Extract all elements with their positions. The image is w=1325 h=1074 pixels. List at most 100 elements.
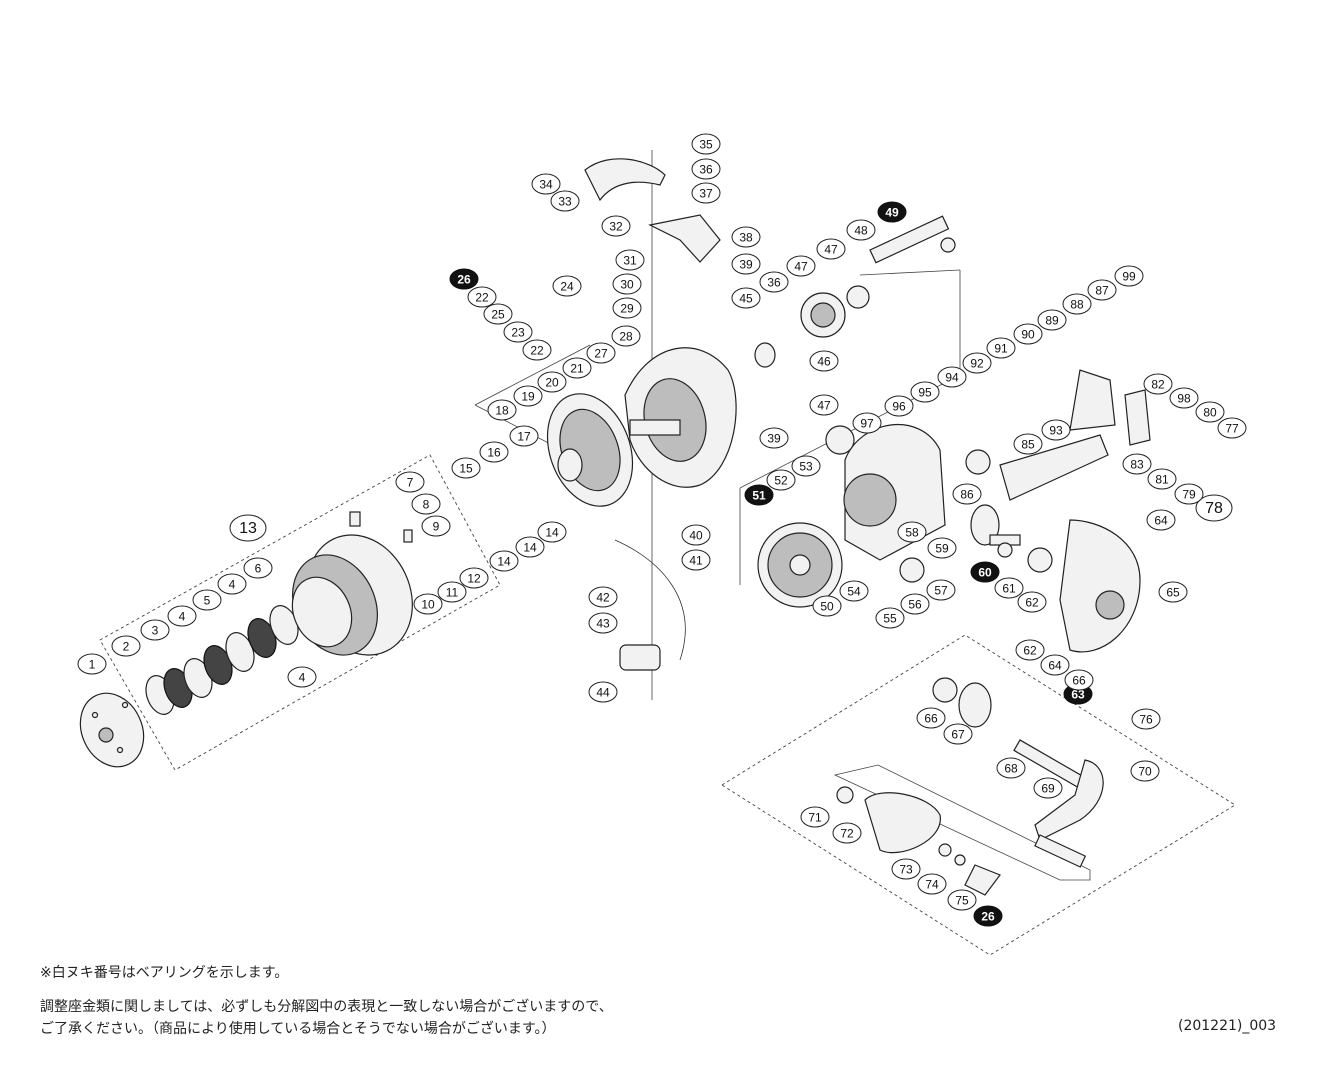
part-label-78: 78 <box>1195 494 1233 522</box>
part-label-22: 22 <box>522 339 552 361</box>
part-label-93: 93 <box>1041 419 1071 441</box>
part-label-76: 76 <box>1131 708 1161 730</box>
part-label-oval <box>140 619 170 641</box>
part-label-oval <box>411 493 441 515</box>
part-label-number: 65 <box>1166 586 1180 600</box>
part-label-47: 47 <box>786 255 816 277</box>
part-label-number: 23 <box>511 326 525 340</box>
part-label-oval <box>615 249 645 271</box>
part-label-oval <box>1195 494 1233 522</box>
part-label-oval <box>459 567 489 589</box>
part-label-number: 74 <box>925 878 939 892</box>
part-label-oval <box>1062 293 1092 315</box>
part-label-oval <box>1013 433 1043 455</box>
part-label-oval <box>791 455 821 477</box>
part-label-62: 62 <box>1015 639 1045 661</box>
part-label-45: 45 <box>731 287 761 309</box>
part-label-oval <box>744 484 774 506</box>
part-label-number: 7 <box>407 476 414 490</box>
part-label-oval <box>1013 323 1043 345</box>
part-label-23: 23 <box>503 321 533 343</box>
part-label-number: 59 <box>935 542 949 556</box>
part-label-number: 81 <box>1155 473 1169 487</box>
part-label-oval <box>421 515 451 537</box>
part-label-oval <box>588 612 618 634</box>
part-label-number: 79 <box>1182 488 1196 502</box>
part-label-oval <box>691 182 721 204</box>
part-label-48: 48 <box>846 219 876 241</box>
part-label-oval <box>1017 591 1047 613</box>
part-label-88: 88 <box>1062 293 1092 315</box>
part-label-oval <box>731 253 761 275</box>
part-label-number: 47 <box>794 260 808 274</box>
part-label-14: 14 <box>537 521 567 543</box>
part-label-number: 91 <box>994 342 1008 356</box>
part-label-number: 3 <box>152 624 159 638</box>
part-label-oval <box>800 806 830 828</box>
part-label-oval <box>467 286 497 308</box>
part-label-number: 68 <box>1004 762 1018 776</box>
part-label-number: 39 <box>767 432 781 446</box>
part-label-55: 55 <box>875 607 905 629</box>
part-label-number: 67 <box>951 728 965 742</box>
part-label-oval <box>552 275 582 297</box>
part-label-47: 47 <box>816 238 846 260</box>
part-label-number: 4 <box>299 671 306 685</box>
part-label-number: 14 <box>545 526 559 540</box>
handle-knob-part <box>836 786 1001 896</box>
part-label-47: 47 <box>809 394 839 416</box>
part-label-number: 69 <box>1041 782 1055 796</box>
part-label-number: 75 <box>955 894 969 908</box>
part-label-number: 63 <box>1071 688 1085 702</box>
bail-arm-part <box>584 158 721 671</box>
part-label-number: 85 <box>1021 438 1035 452</box>
part-label-32: 32 <box>601 215 631 237</box>
part-label-41: 41 <box>681 549 711 571</box>
part-label-37: 37 <box>691 182 721 204</box>
part-label-49: 49 <box>877 201 907 223</box>
part-label-oval <box>167 605 197 627</box>
part-label-39: 39 <box>731 253 761 275</box>
part-label-number: 2 <box>123 640 130 654</box>
part-label-oval <box>986 337 1016 359</box>
part-label-oval <box>1114 265 1144 287</box>
part-label-38: 38 <box>731 226 761 248</box>
part-label-42: 42 <box>588 586 618 608</box>
part-label-number: 30 <box>620 278 634 292</box>
part-label-56: 56 <box>900 593 930 615</box>
part-label-number: 1 <box>89 658 96 672</box>
part-label-oval <box>852 412 882 434</box>
part-label-oval <box>1131 708 1161 730</box>
part-label-oval <box>927 537 957 559</box>
part-label-oval <box>489 550 519 572</box>
part-label-10: 10 <box>413 593 443 615</box>
part-label-oval <box>586 342 616 364</box>
part-label-oval <box>509 425 539 447</box>
part-label-16: 16 <box>479 441 509 463</box>
part-label-oval <box>952 483 982 505</box>
part-label-60: 60 <box>970 561 1000 583</box>
part-label-oval <box>681 524 711 546</box>
part-label-number: 55 <box>883 612 897 626</box>
part-label-43: 43 <box>588 612 618 634</box>
part-label-40: 40 <box>681 524 711 546</box>
part-label-number: 71 <box>808 811 822 825</box>
part-label-number: 25 <box>491 308 505 322</box>
part-label-number: 42 <box>596 591 610 605</box>
part-label-oval <box>1143 373 1173 395</box>
part-label-oval <box>691 158 721 180</box>
part-label-number: 37 <box>699 187 713 201</box>
part-label-number: 11 <box>446 586 459 600</box>
part-label-number: 18 <box>495 404 509 418</box>
adjust-note-line-2: ご了承ください。（商品により使用している場合とそうでない場合がございます。） <box>40 1021 556 1037</box>
part-label-oval <box>681 549 711 571</box>
pinion-assembly-part <box>899 449 1053 583</box>
part-label-oval <box>243 557 273 579</box>
part-label-number: 60 <box>978 566 992 580</box>
part-label-oval <box>192 589 222 611</box>
part-label-68: 68 <box>996 757 1026 779</box>
part-label-number: 62 <box>1025 596 1039 610</box>
part-label-11: 11 <box>437 581 467 603</box>
